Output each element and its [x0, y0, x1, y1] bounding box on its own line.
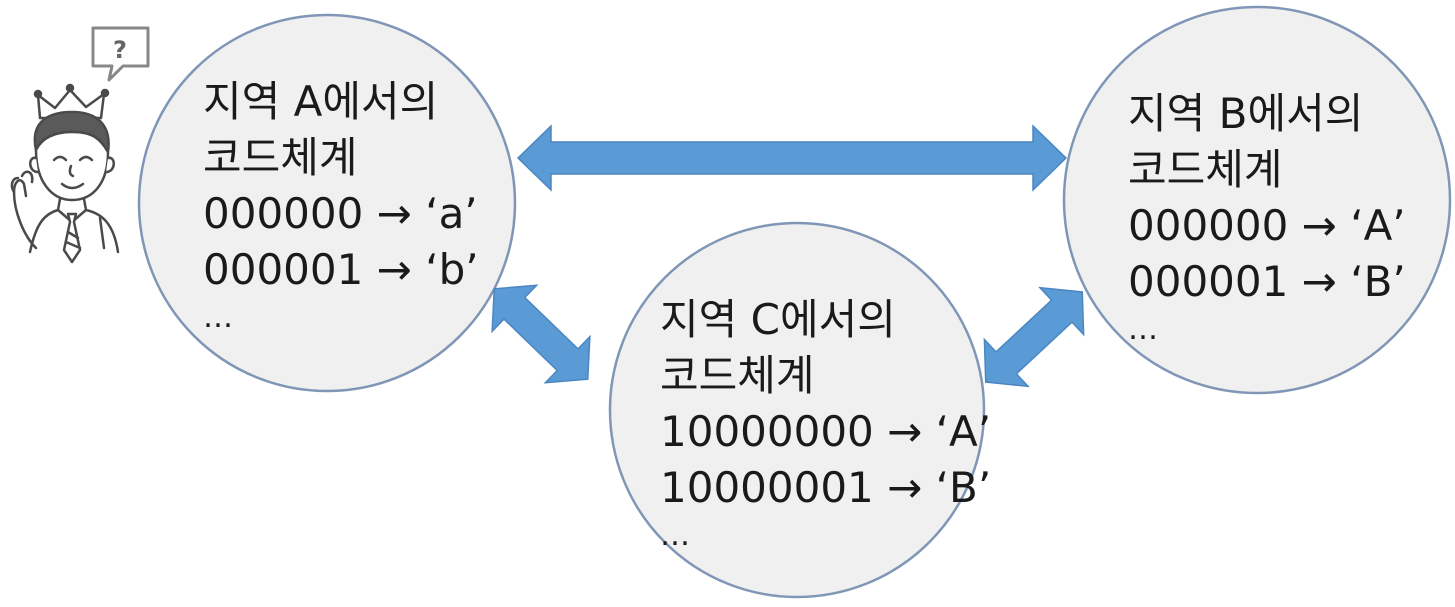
region-c-code-1: 10000000 → ‘A’ — [660, 407, 992, 456]
arrow-a-b — [516, 124, 1068, 192]
confused-person-icon — [10, 83, 120, 264]
region-c-subtitle: 코드체계 — [660, 351, 815, 400]
region-b-subtitle: 코드체계 — [1128, 145, 1283, 194]
region-c-text: 지역 C에서의 코드체계 10000000 → ‘A’ 10000001 → ‘… — [660, 292, 991, 556]
region-b-code-1: 000000 → ‘A’ — [1128, 201, 1406, 250]
region-a-subtitle: 코드체계 — [203, 133, 358, 182]
region-a-ellipsis: … — [203, 300, 233, 335]
arrow-a-c — [491, 284, 591, 384]
region-c-circle — [608, 221, 986, 599]
region-b-text: 지역 B에서의 코드체계 000000 → ‘A’ 000001 → ‘B’ … — [1128, 86, 1406, 350]
region-b-title: 지역 B에서의 — [1128, 89, 1364, 138]
region-b-circle — [1062, 5, 1452, 395]
region-a-circle — [137, 13, 517, 393]
region-b-code-2: 000001 → ‘B’ — [1128, 257, 1406, 306]
speech-bubble-icon: ? — [91, 26, 150, 82]
region-c-title: 지역 C에서의 — [660, 295, 896, 344]
region-c-code-2: 10000001 → ‘B’ — [660, 463, 992, 512]
region-a-title: 지역 A에서의 — [203, 77, 439, 126]
region-b-ellipsis: … — [1128, 312, 1158, 347]
region-a-code-1: 000000 → ‘a’ — [203, 189, 478, 238]
arrow-b-c — [983, 286, 1085, 388]
region-a-text: 지역 A에서의 코드체계 000000 → ‘a’ 000001 → ‘b’ … — [203, 74, 479, 338]
question-mark: ? — [113, 36, 127, 64]
region-c-ellipsis: … — [660, 518, 690, 553]
region-a-code-2: 000001 → ‘b’ — [203, 245, 479, 294]
